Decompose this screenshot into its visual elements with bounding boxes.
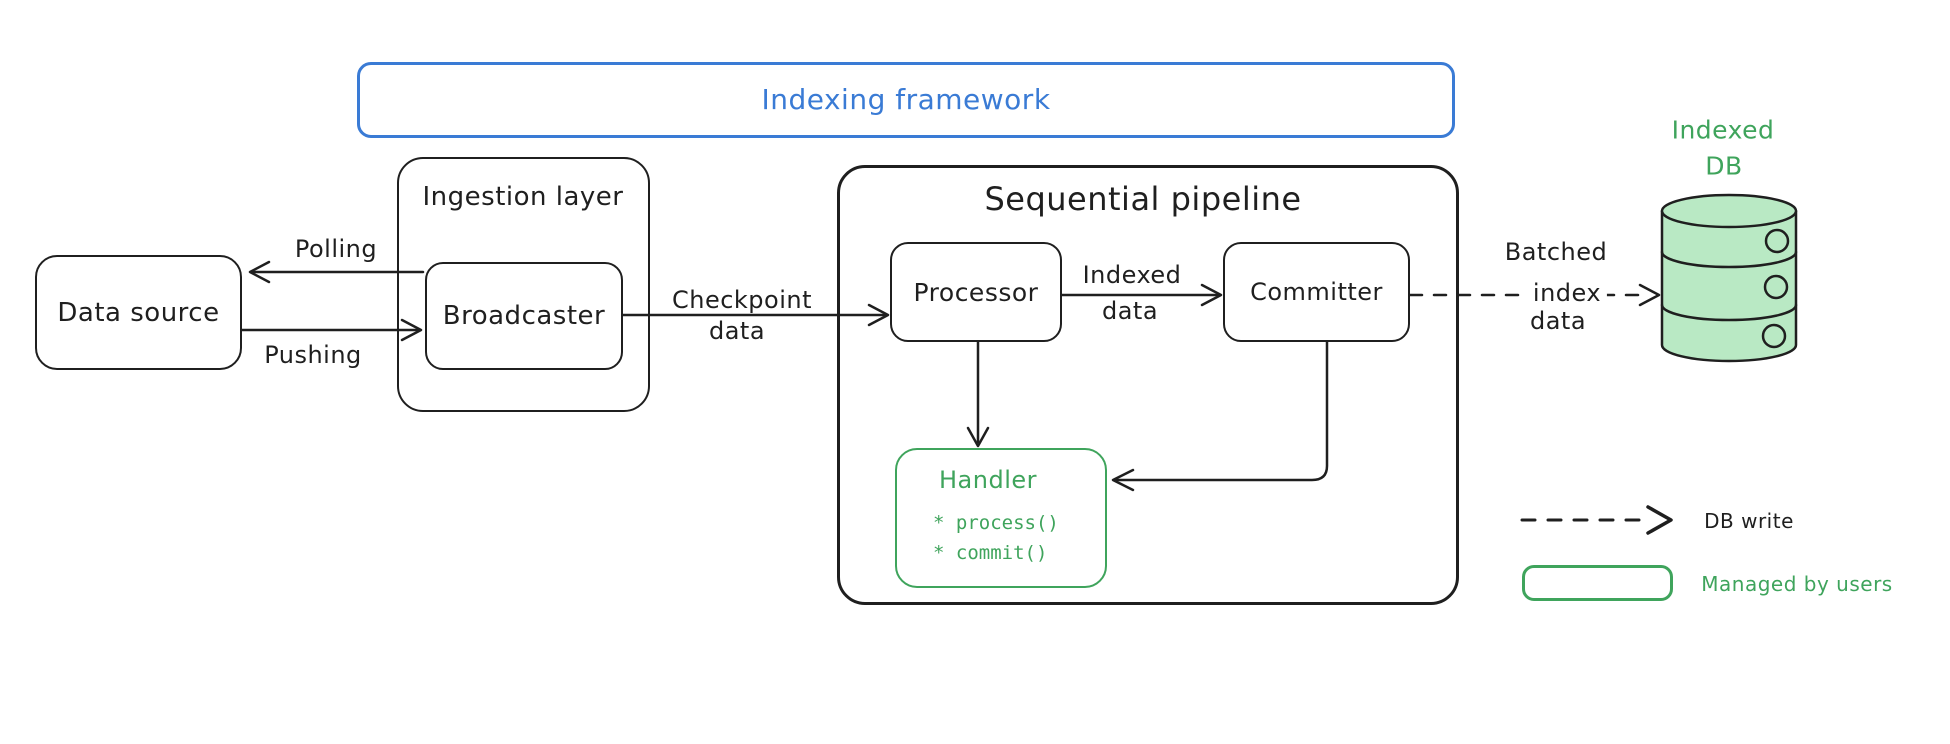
indexed-db-label-line2: DB [1705, 151, 1743, 181]
broadcaster-label: Broadcaster [442, 301, 606, 331]
checkpoint-label-line2: data [708, 317, 766, 345]
checkpoint-label-line1: Checkpoint [671, 286, 813, 314]
indexed-data-label-line2: data [1101, 297, 1159, 325]
legend-db-write-arrow [1520, 505, 1673, 535]
indexed-data-label-line1: Indexed [1082, 261, 1182, 289]
committer-node: Committer [1223, 242, 1410, 342]
data-source-label: Data source [57, 297, 220, 328]
pushing-label: Pushing [264, 341, 362, 369]
legend-db-write-label: DB write [1704, 509, 1794, 533]
pipeline-title: Sequential pipeline [984, 180, 1302, 218]
processor-label: Processor [913, 277, 1039, 307]
handler-method-process: * process() [933, 512, 1059, 534]
handler-title: Handler [939, 466, 1037, 494]
batched-label-line1: Batched [1504, 238, 1608, 266]
handler-method-commit: * commit() [933, 542, 1048, 564]
batched-label-line2: index [1526, 281, 1608, 305]
frame-title: Indexing framework [761, 83, 1051, 116]
indexing-framework-frame [357, 62, 1455, 138]
database-icon [1660, 193, 1798, 363]
committer-label: Committer [1250, 278, 1383, 306]
processor-node: Processor [890, 242, 1062, 342]
legend-managed-label: Managed by users [1701, 572, 1893, 596]
handler-node: Handler * process() * commit() [895, 448, 1107, 588]
data-source-node: Data source [35, 255, 242, 370]
ingestion-layer-label: Ingestion layer [422, 182, 624, 212]
legend-managed-box [1522, 565, 1673, 601]
pushing-arrow [240, 318, 423, 342]
polling-label: Polling [294, 235, 378, 263]
broadcaster-node: Broadcaster [425, 262, 623, 370]
batched-label-line3: data [1529, 307, 1587, 335]
indexed-db-label-line1: Indexed [1671, 115, 1775, 145]
